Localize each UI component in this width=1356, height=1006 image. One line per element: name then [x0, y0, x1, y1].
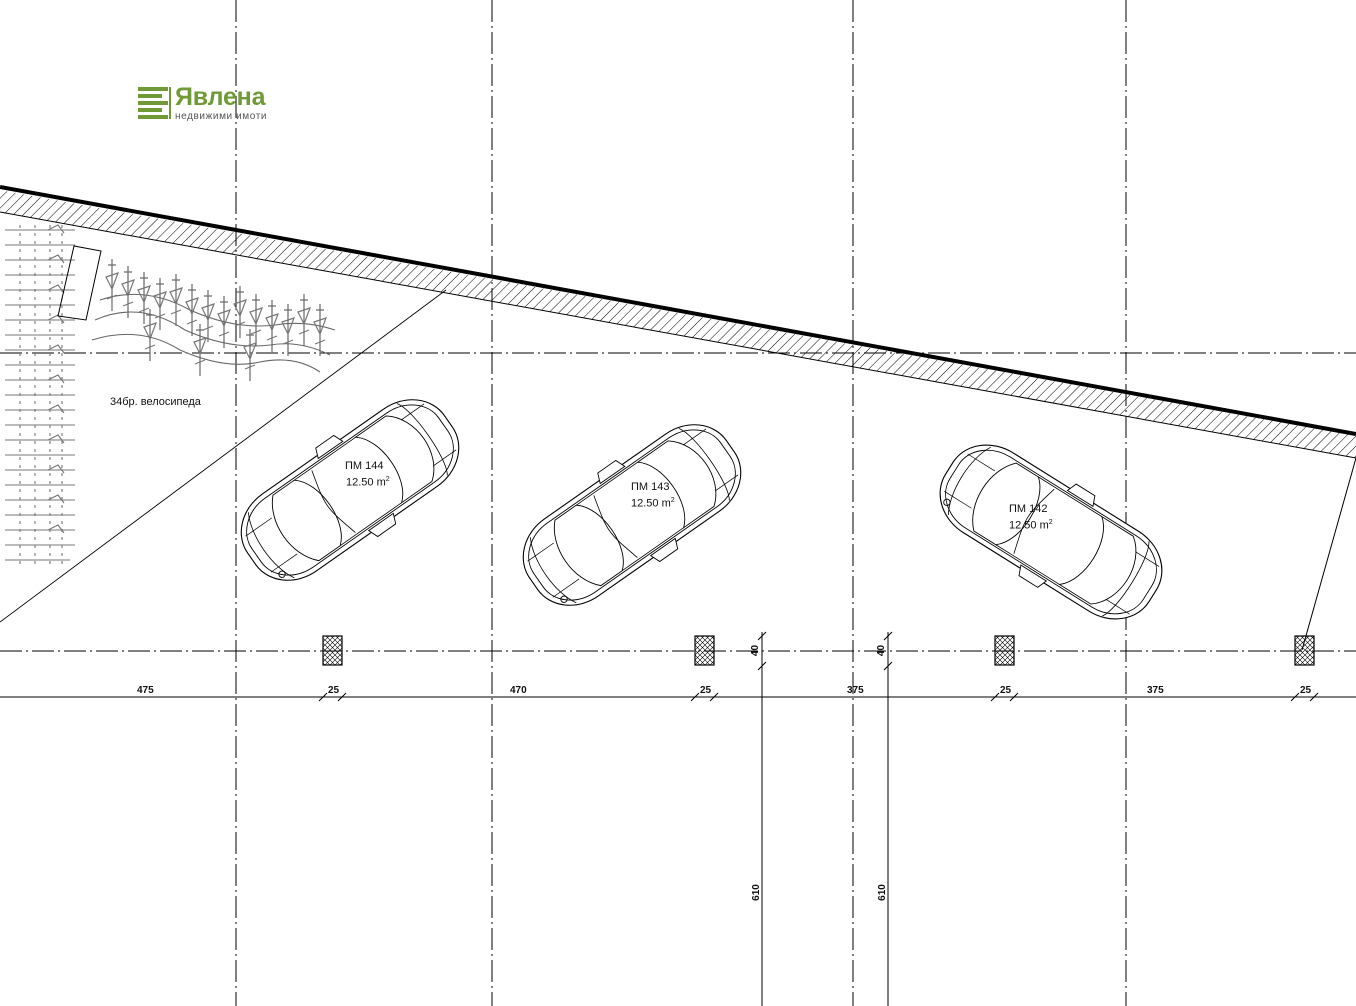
parking-spot-area: 12.50 m2 [631, 494, 675, 511]
car-pm-143 [502, 401, 762, 629]
dimension-label: 25 [1000, 685, 1012, 696]
area-unit-superscript: 2 [1048, 519, 1053, 526]
dimension-label: 25 [1300, 685, 1312, 696]
yavlena-logo-icon [138, 87, 171, 119]
yavlena-logo: Явлена недвижими имоти [136, 84, 267, 123]
area-unit-superscript: 2 [385, 476, 390, 483]
logo-name: Явлена [175, 83, 266, 111]
parking-spot-id: ПМ 144 [345, 460, 384, 472]
parking-spot-area: 12.50 m2 [346, 473, 390, 490]
logo-tagline: недвижими имоти [175, 111, 268, 122]
bike-parking-label: 34бр. велосипеда [110, 396, 201, 408]
area-value: 12.50 m [346, 476, 386, 489]
dimension-label: 475 [137, 685, 154, 696]
parking-spot-area: 12.50 m2 [1009, 516, 1053, 533]
parking-spot-id: ПМ 143 [631, 481, 670, 493]
dimension-label: 25 [700, 685, 712, 696]
dimension-label: 25 [328, 685, 340, 696]
dimension-label: 375 [1147, 685, 1164, 696]
dimension-label: 375 [847, 685, 864, 696]
dimension-line [0, 631, 1356, 1006]
bicycle-rack-diagonal [91, 258, 336, 382]
dimension-label-vertical: 610 [750, 884, 762, 901]
dimension-label-vertical: 40 [750, 644, 762, 657]
dimension-label: 470 [510, 685, 527, 696]
bicycle-rack-left [5, 224, 75, 565]
area-unit-superscript: 2 [670, 497, 675, 504]
area-value: 12.50 m [1009, 519, 1049, 532]
car-pm-144 [220, 376, 480, 604]
area-value: 12.50 m [631, 497, 671, 510]
dimension-label-vertical: 40 [876, 644, 888, 657]
columns [322, 635, 1315, 666]
dimension-label-vertical: 610 [876, 884, 888, 901]
parking-spot-id: ПМ 142 [1009, 503, 1048, 515]
